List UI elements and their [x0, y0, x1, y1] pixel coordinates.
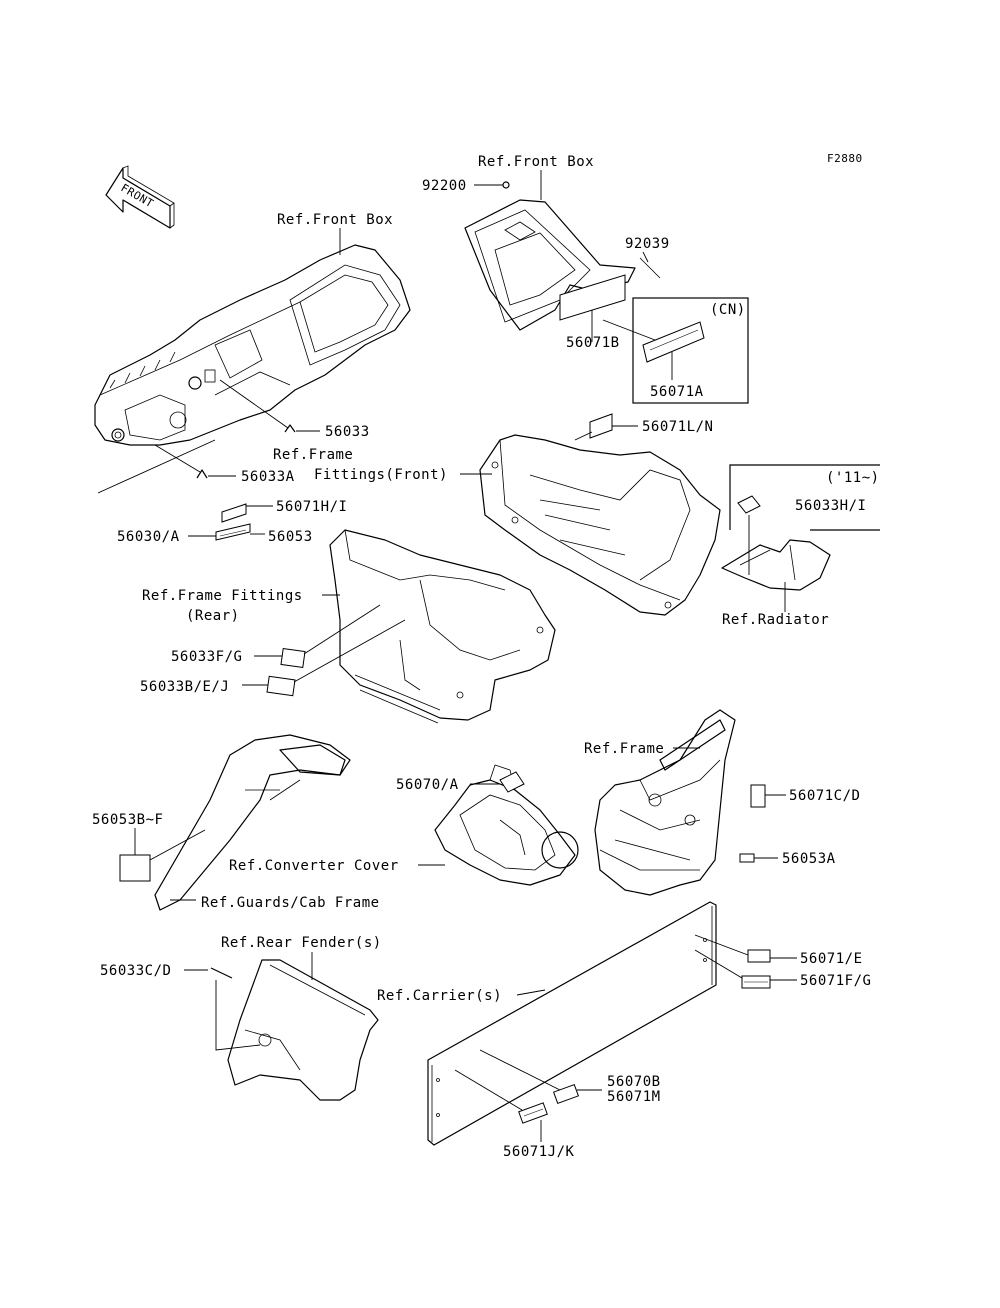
front-arrow-label: FRONT — [119, 181, 156, 210]
label-56071-E: 56071/E — [800, 951, 863, 967]
label-56071J-K: 56071J/K — [503, 1144, 575, 1160]
frame-fittings-front-drawing — [479, 434, 721, 616]
label-56053: 56053 — [268, 529, 313, 545]
label-56030-A: 56030/A — [117, 529, 180, 545]
label-56071L-N: 56071L/N — [642, 419, 713, 435]
label-ref-converter-cover: Ref.Converter Cover — [229, 858, 399, 874]
label-56071B: 56071B — [566, 335, 620, 351]
cn-box — [632, 297, 749, 404]
label-ref-front-box-left: Ref.Front Box — [277, 212, 393, 228]
decal-56030-A — [215, 523, 251, 541]
label-56070-A: 56070/A — [396, 777, 459, 793]
bolt-92200 — [502, 181, 510, 189]
front-box-lid-drawing — [464, 199, 636, 331]
label-ref-carrier: Ref.Carrier(s) — [377, 988, 502, 1004]
decal-56070-A — [499, 771, 525, 793]
label-year-11: ('11~) — [826, 470, 880, 486]
decal-56071B — [559, 274, 626, 321]
decal-56071C-D — [750, 784, 766, 808]
label-92039: 92039 — [625, 236, 670, 252]
radiator-bracket-drawing — [721, 539, 831, 591]
decal-56070B-56071M — [552, 1083, 580, 1105]
label-56033A: 56033A — [241, 469, 295, 485]
label-56033B-E-J: 56033B/E/J — [140, 679, 229, 695]
decal-56071-E — [747, 949, 771, 963]
label-ref-frame-fittings-rear-2: (Rear) — [186, 608, 240, 624]
frame-fittings-rear-drawing — [329, 529, 556, 724]
decal-56071L-N — [589, 413, 613, 439]
dashboard-panel-drawing — [94, 244, 411, 446]
guards-cab-frame-drawing — [154, 734, 351, 911]
label-56071M: 56071M — [607, 1089, 661, 1105]
label-ref-frame-fittings-front-2: Fittings(Front) — [314, 467, 448, 483]
decal-56053A — [739, 853, 755, 863]
label-56053B-F: 56053B~F — [92, 812, 163, 828]
label-56070B: 56070B — [607, 1074, 661, 1090]
decal-56071H-I — [221, 503, 247, 523]
label-ref-rear-fender: Ref.Rear Fender(s) — [221, 935, 382, 951]
label-56033: 56033 — [325, 424, 370, 440]
label-56071A: 56071A — [650, 384, 704, 400]
label-56071F-G: 56071F/G — [800, 973, 871, 989]
label-56071C-D: 56071C/D — [789, 788, 860, 804]
label-ref-frame: Ref.Frame — [584, 741, 664, 757]
label-56033C-D: 56033C/D — [100, 963, 171, 979]
label-ref-frame-fittings-rear-1: Ref.Frame Fittings — [142, 588, 303, 604]
label-ref-radiator: Ref.Radiator — [722, 612, 829, 628]
clip-56033A — [196, 469, 208, 479]
decal-56033H-I — [737, 495, 761, 514]
label-56033H-I: 56033H/I — [795, 498, 866, 514]
clip-56033 — [284, 424, 296, 433]
decal-56033B-E-J — [266, 675, 296, 697]
label-ref-frame-fittings-front-1: Ref.Frame — [273, 447, 353, 463]
decal-56071A — [642, 321, 705, 363]
label-cn: (CN) — [710, 302, 746, 318]
front-arrow-icon: FRONT — [105, 165, 175, 229]
carrier-panel-drawing — [427, 901, 717, 1146]
frame-drawing — [594, 709, 736, 896]
clip-56033C-D — [210, 967, 233, 979]
label-56071H-I: 56071H/I — [276, 499, 347, 515]
label-92200: 92200 — [422, 178, 467, 194]
rear-fender-drawing — [227, 959, 379, 1101]
label-ref-guards-cab-frame: Ref.Guards/Cab Frame — [201, 895, 380, 911]
label-ref-front-box-top: Ref.Front Box — [478, 154, 594, 170]
decal-56053B-F — [119, 854, 151, 882]
year-11-frame — [729, 464, 880, 531]
label-56053A: 56053A — [782, 851, 836, 867]
figure-code: F2880 — [827, 152, 863, 165]
label-56033F-G: 56033F/G — [171, 649, 242, 665]
decal-56033F-G — [280, 647, 306, 669]
